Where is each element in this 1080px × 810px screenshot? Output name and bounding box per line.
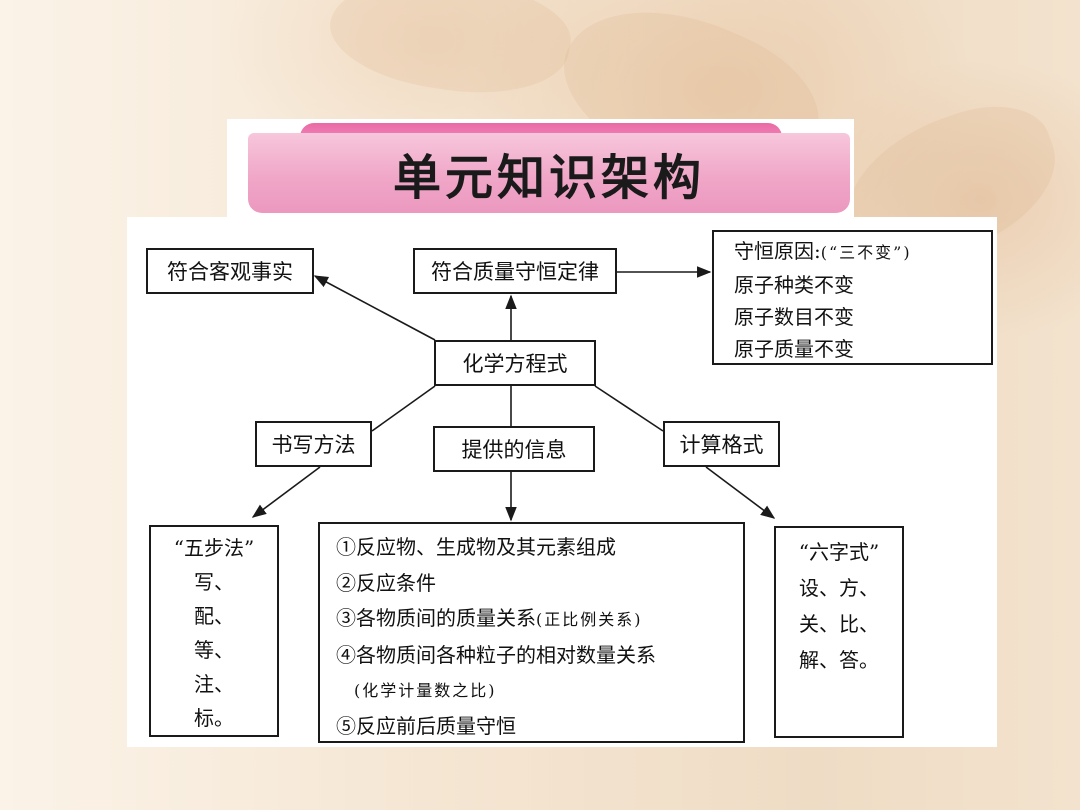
arrow-to-six-chars	[705, 466, 776, 519]
node-mass-law: 符合质量守恒定律	[413, 248, 617, 294]
reason-line: 原子质量不变	[734, 337, 854, 361]
node-equation: 化学方程式	[434, 340, 596, 386]
six-chars-title: “六字式”	[798, 540, 880, 564]
node-writing: 书写方法	[255, 421, 372, 467]
node-five-steps: “五步法” 写、 配、 等、 注、 标。	[149, 525, 279, 737]
page-title: 单元知识架构	[392, 150, 705, 206]
reason-note: (“三不变”)	[820, 243, 912, 262]
arrow-to-fact	[313, 275, 436, 341]
five-steps-line: 注、	[194, 672, 234, 696]
info-item-3: ③各物质间的质量关系	[336, 606, 536, 630]
line-to-calc	[594, 385, 664, 432]
five-steps-line: 标。	[194, 706, 234, 730]
node-info: 提供的信息	[433, 426, 595, 472]
info-item-4: ④各物质间各种粒子的相对数量关系	[336, 642, 656, 667]
reason-title-line: 守恒原因:(“三不变”)	[734, 235, 991, 269]
five-steps-title: “五步法”	[173, 536, 255, 560]
info-item-3-line: ③各物质间的质量关系(正比例关系)	[336, 601, 743, 638]
info-item-4-note: (化学计量数之比)	[354, 681, 497, 700]
node-info-list: ①反应物、生成物及其元素组成 ②反应条件 ③各物质间的质量关系(正比例关系) ④…	[318, 522, 745, 743]
info-item-2: ②反应条件	[336, 570, 436, 595]
five-steps-line: 写、	[194, 570, 234, 594]
node-six-chars: “六字式” 设、方、 关、比、 解、答。	[774, 526, 904, 738]
reason-line: 原子种类不变	[734, 273, 854, 297]
six-chars-line: 设、方、	[799, 576, 879, 600]
node-reason: 守恒原因:(“三不变”) 原子种类不变 原子数目不变 原子质量不变	[712, 230, 993, 365]
six-chars-line: 解、答。	[799, 648, 879, 672]
reason-title: 守恒原因:	[734, 239, 821, 263]
node-fact: 符合客观事实	[146, 248, 314, 294]
info-item-3-note: (正比例关系)	[536, 610, 643, 629]
title-banner	[248, 133, 850, 213]
line-to-writing	[371, 385, 436, 432]
reason-line: 原子数目不变	[734, 305, 854, 329]
six-chars-line: 关、比、	[799, 612, 879, 636]
five-steps-line: 等、	[194, 638, 234, 662]
node-calc: 计算格式	[663, 421, 780, 467]
arrow-to-five-steps	[251, 466, 321, 518]
five-steps-line: 配、	[194, 604, 234, 628]
info-item-5: ⑤反应前后质量守恒	[336, 713, 516, 738]
info-item-1: ①反应物、生成物及其元素组成	[336, 535, 616, 559]
